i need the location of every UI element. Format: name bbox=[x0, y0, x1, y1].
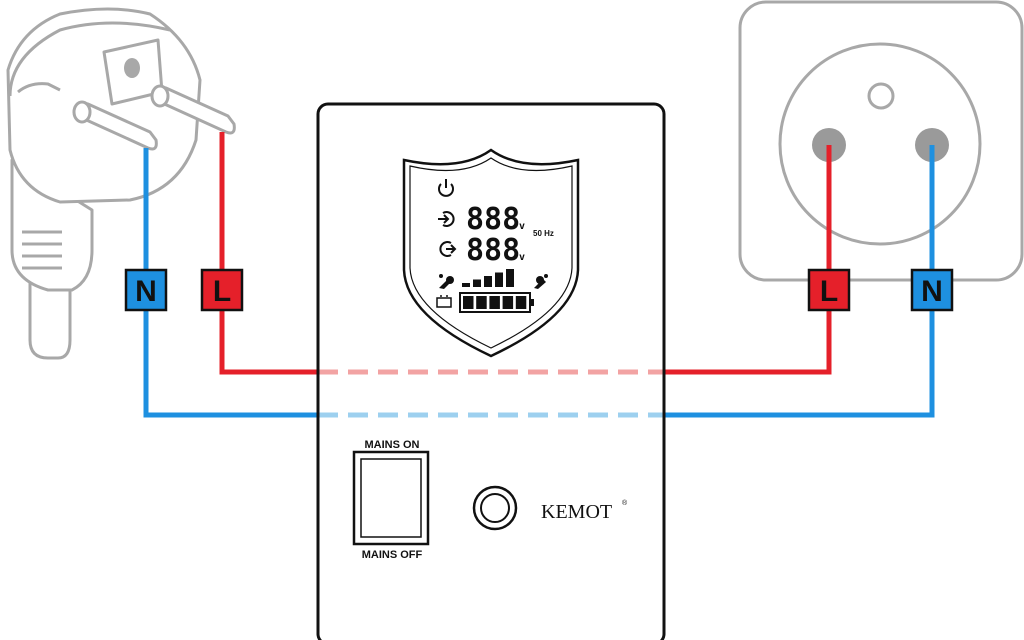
plug-live-wire bbox=[219, 132, 318, 375]
load-bar bbox=[506, 269, 514, 287]
plug-live-label: L bbox=[213, 275, 231, 308]
plug-neutral-wire bbox=[143, 148, 318, 418]
load-bar bbox=[473, 279, 481, 287]
input-voltage-digits: 888 bbox=[466, 202, 520, 237]
socket-live-label-box: L bbox=[807, 268, 851, 312]
socket-neutral-wire bbox=[664, 145, 935, 418]
load-bar bbox=[462, 283, 470, 287]
output-volt-unit: v bbox=[519, 252, 525, 263]
socket-illustration bbox=[738, 0, 1024, 282]
input-volt-unit: v bbox=[519, 221, 525, 232]
battery-cells bbox=[463, 296, 527, 309]
battery-cell bbox=[502, 296, 514, 309]
plug-illustration bbox=[6, 7, 236, 360]
switch-off-label: MAINS OFF bbox=[362, 549, 423, 561]
plug-live-label-box: L bbox=[200, 268, 244, 312]
round-button[interactable] bbox=[472, 485, 518, 531]
input-arrow-icon bbox=[438, 211, 455, 227]
power-icon bbox=[438, 179, 454, 197]
load-bar bbox=[484, 276, 492, 287]
load-level-bars bbox=[462, 269, 514, 287]
battery-cell bbox=[515, 296, 527, 309]
battery-cell bbox=[489, 296, 500, 309]
plug-neutral-label-box: N bbox=[124, 268, 168, 312]
mains-switch[interactable]: MAINS ON MAINS OFF bbox=[352, 439, 430, 561]
plug-neutral-label: N bbox=[135, 275, 157, 308]
switch-on-label: MAINS ON bbox=[365, 439, 420, 451]
socket-neutral-label: N bbox=[921, 275, 943, 308]
brand-logo: KEMOT bbox=[541, 501, 612, 523]
device-body bbox=[316, 102, 666, 640]
battery-cell bbox=[476, 296, 487, 309]
registered-mark: ® bbox=[622, 499, 628, 507]
battery-cell bbox=[463, 296, 474, 309]
load-right-icon bbox=[534, 274, 548, 289]
display-panel: 888 v 50 Hz 888 v bbox=[402, 148, 580, 358]
socket-live-wire bbox=[664, 145, 832, 375]
wires bbox=[143, 132, 935, 418]
battery-icon bbox=[436, 295, 452, 308]
frequency-label: 50 Hz bbox=[533, 229, 554, 238]
socket-neutral-label-box: N bbox=[910, 268, 954, 312]
output-voltage-digits: 888 bbox=[466, 233, 520, 268]
output-arrow-icon bbox=[439, 241, 457, 257]
load-left-icon bbox=[439, 274, 454, 289]
socket-live-label: L bbox=[820, 275, 838, 308]
load-bar bbox=[495, 272, 503, 287]
earth-pin-hole bbox=[867, 82, 895, 110]
